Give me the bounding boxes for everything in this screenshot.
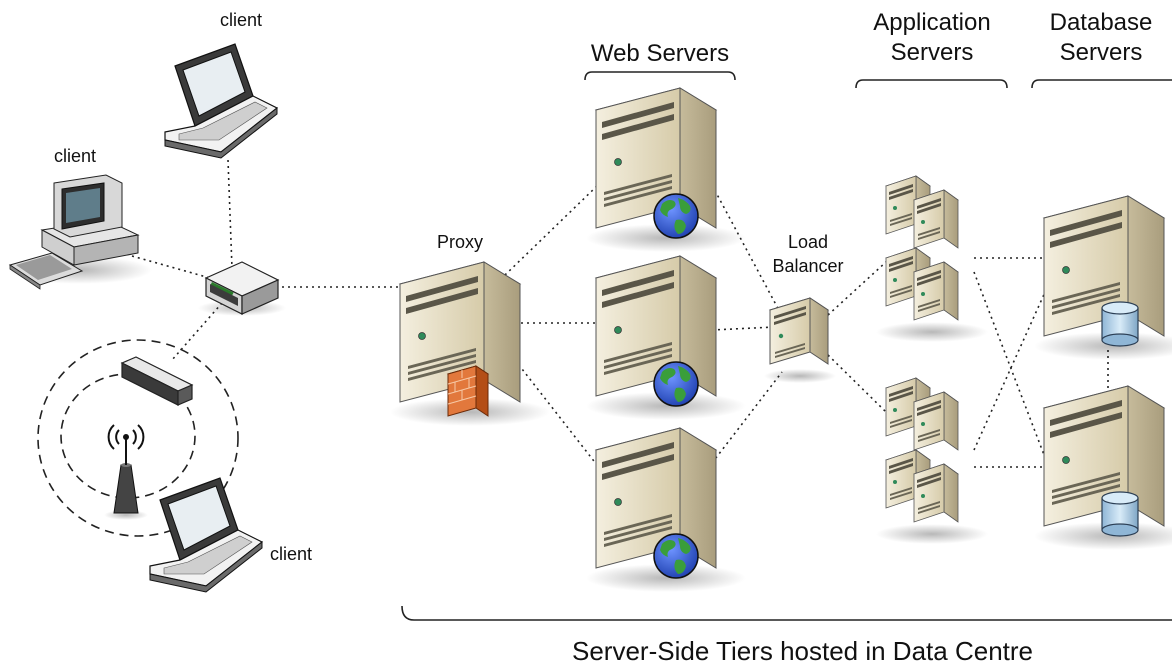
- laptop-icon: [149, 477, 263, 593]
- app-servers-heading-line1: Application: [873, 9, 991, 36]
- network-switch-icon: [198, 261, 286, 316]
- app-server-icon: [876, 175, 988, 342]
- app-servers-heading: Application Servers: [848, 8, 1016, 68]
- load-balancer-label-line1: Load: [787, 232, 829, 252]
- firewall-icon: [446, 365, 490, 417]
- wireless-router-icon: [120, 356, 194, 406]
- load-balancer-label: Load Balancer: [770, 230, 846, 278]
- antenna-icon: [104, 424, 148, 520]
- client-label: client: [54, 146, 97, 166]
- web-server-icon: [585, 255, 747, 421]
- connection-lines: [131, 159, 1109, 468]
- load-balancer-icon: [764, 297, 836, 383]
- database-server-icon: [1033, 195, 1172, 361]
- desktop-computer-icon: [8, 174, 152, 290]
- db-servers-heading: Database Servers: [1036, 8, 1166, 68]
- laptop-icon: [164, 43, 278, 159]
- web-servers-heading: Web Servers: [590, 40, 730, 67]
- client-label: client: [220, 10, 263, 30]
- client-label: client: [270, 544, 313, 564]
- proxy-label: Proxy: [437, 232, 484, 252]
- database-server-icon: [1033, 385, 1172, 551]
- app-server-icon: [876, 377, 988, 544]
- tier-brackets: [401, 71, 1172, 621]
- web-server-icon: [585, 427, 747, 593]
- db-servers-heading-line2: Servers: [1059, 39, 1143, 66]
- app-servers-heading-line2: Servers: [890, 39, 974, 66]
- proxy-firewall-server-icon: [389, 261, 551, 427]
- load-balancer-label-line2: Balancer: [772, 256, 844, 276]
- footer-caption: Server-Side Tiers hosted in Data Centre: [572, 636, 1033, 664]
- web-server-icon: [585, 87, 747, 253]
- db-servers-heading-line1: Database: [1049, 9, 1153, 36]
